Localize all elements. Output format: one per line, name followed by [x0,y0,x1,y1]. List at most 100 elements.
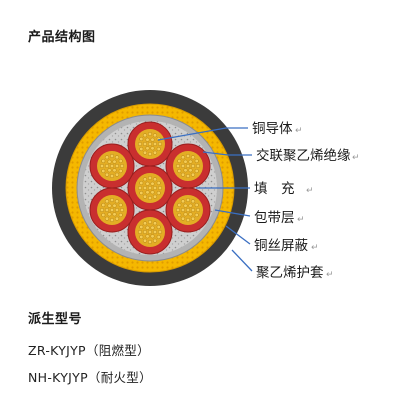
conductor-strand [139,146,144,152]
conductor-strand [183,212,188,217]
conductor-strand [175,163,181,169]
conductor-strand [139,224,144,230]
conductor-strand [190,172,196,177]
conductor-strand [145,137,150,142]
leader-pe-sheath [231,249,253,272]
conductor-strand [104,199,110,204]
conductor-strand [185,163,191,169]
leader-copper-wire-shield [225,225,251,245]
conductor-strand [185,217,191,223]
conductor-strand [109,163,115,169]
conductor-strand [185,153,191,159]
conductor-strand [152,185,158,191]
leader-copper-conductor [157,127,248,141]
conductor-strand [114,207,120,213]
conductor-strand [139,180,144,186]
conductor-strand [175,207,181,213]
conductor-strand [137,141,143,147]
conductor-strand [152,150,158,155]
conductor-strand [147,195,153,201]
conductor-strand [194,202,199,208]
label-pe-sheath: 聚乙烯护套 [256,265,324,281]
conductor-strand [114,163,120,169]
conductor-strand [142,141,148,147]
conductor-strand [139,234,144,240]
conductor-strand [194,212,199,218]
page-title: 产品结构图 [28,30,96,45]
conductor-strand [104,216,110,221]
conductor-strand [109,217,115,223]
conductor-strand [109,207,115,213]
conductor-strand [118,168,123,174]
conductor-strand [137,185,143,191]
conductor-strand [150,234,155,239]
conductor-strand [147,185,153,191]
callout-labels: 铜导体 ↵ 交联聚乙烯绝缘 ↵ 填 充 ↵ 包带层 ↵ 铜丝屏蔽 ↵ 聚乙烯护套… [252,121,360,281]
conductor-strand [145,234,150,239]
conductor-strand [101,168,106,174]
conductor-strand [104,155,110,160]
conductor-strand [99,163,105,169]
conductor-strand [142,150,148,155]
label-copper-wire-shield: 铜丝屏蔽 [254,238,308,254]
conductor-strand [195,163,201,169]
return-mark-4: ↵ [297,215,305,225]
conductor-strand [152,221,158,226]
cable-structure-diagram: 铜导体 ↵ 交联聚乙烯绝缘 ↵ 填 充 ↵ 包带层 ↵ 铜丝屏蔽 ↵ 聚乙烯护套… [52,90,360,286]
conductor-strand [109,173,115,179]
conductor-strand [119,207,125,213]
conductor-strand [142,194,148,199]
conductor-strand [180,163,186,169]
conductor-strand [107,168,112,173]
label-filler: 填 充 [254,181,295,197]
conductor-strand [142,185,148,191]
conductor-strand [112,203,117,208]
conductor-strand [147,131,153,137]
conductor-strand [147,229,153,235]
conductor-strand [112,159,117,164]
model-flame-retardant: ZR-KYJYP（阻燃型） [28,343,150,358]
conductor-strand [147,239,153,245]
return-mark-3: ↵ [306,186,314,196]
conductor-strand [114,199,120,204]
conductor-strand [180,199,186,204]
conductor-strand [180,216,186,221]
conductor-strand [150,181,155,186]
conductor-strand [99,207,105,213]
conductor-strand [156,146,161,152]
derived-models-title: 派生型号 [28,312,83,327]
conductor-strand [188,159,193,164]
conductor-strands [99,131,201,245]
conductor-strand [142,133,148,138]
conductor-strand [107,212,112,217]
leader-wrapping-tape [214,209,251,217]
conductor-strand [190,155,196,160]
conductor-strand [101,202,106,208]
conductor-strand [137,229,143,235]
conductor-strand [177,212,182,218]
model-fire-resistant: NH-KYJYP（耐火型） [28,370,152,385]
conductor-strand [101,158,106,164]
conductor-strand [114,216,120,221]
conductor-strand [150,190,155,195]
conductor-strand [180,172,186,177]
conductor-strand [194,168,199,174]
conductor-strand [150,137,155,142]
conductor-strand [109,197,115,203]
leader-xlpe-insulation [202,151,252,156]
conductor-strand [145,190,150,195]
conductor-strand [107,159,112,164]
conductor-strand [147,219,153,225]
conductor-strand [188,203,193,208]
conductor-strand [185,207,191,213]
conductor-strand [101,212,106,218]
conductor-strand [152,238,158,243]
conductor-strand [185,173,191,179]
conductor-strand [112,212,117,217]
conductor-strand [150,225,155,230]
conductor-strand [180,155,186,160]
conductor-strand [177,168,182,174]
conductor-strand [156,190,161,196]
conductor-strand [107,203,112,208]
